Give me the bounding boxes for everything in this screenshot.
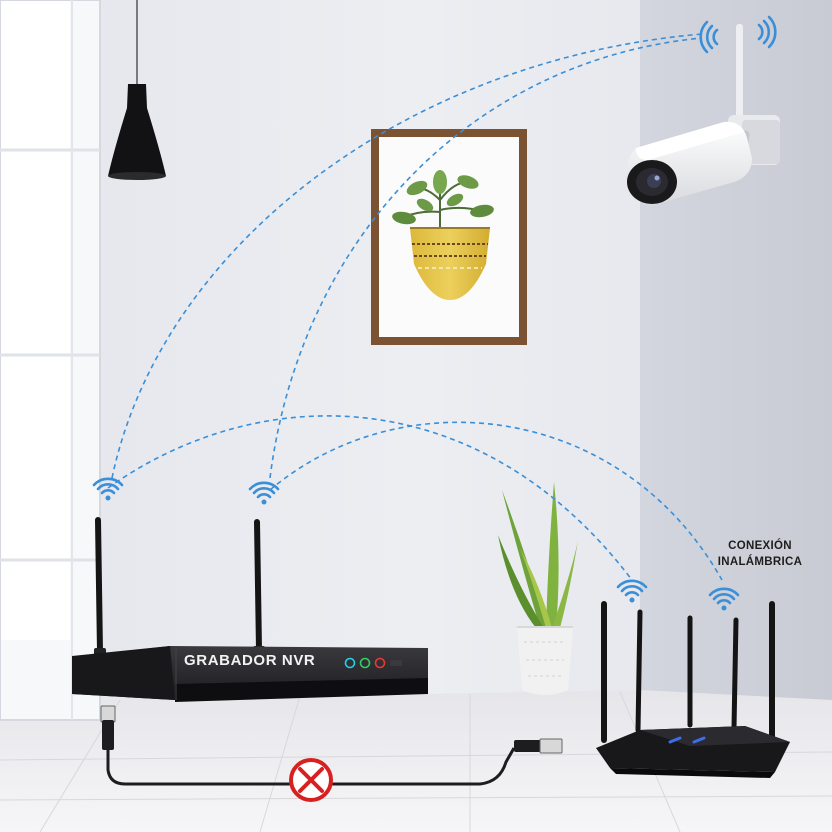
picture-frame: [371, 129, 527, 345]
nvr-label: GRABADOR NVR: [184, 652, 334, 669]
connection-label-line1: CONEXIÓN: [704, 538, 816, 554]
no-cable-icon: [291, 760, 331, 800]
window: [0, 0, 100, 720]
connection-label-line2: INALÁMBRICA: [704, 554, 816, 570]
wireless-connection-label: CONEXIÓN INALÁMBRICA: [704, 538, 816, 570]
